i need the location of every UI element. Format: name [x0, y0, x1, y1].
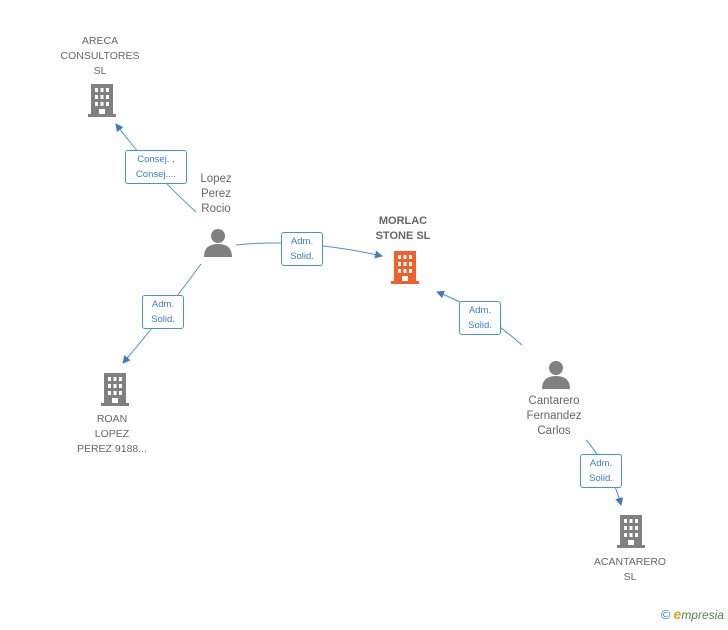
edge-label-lopez-morlac[interactable]: Adm. Solid. — [281, 232, 323, 266]
building-icon[interactable] — [88, 84, 116, 117]
empresia-watermark: ©empresia — [661, 606, 724, 622]
edge-label-lopez-roan[interactable]: Adm. Solid. — [142, 295, 184, 329]
node-label-lopez[interactable]: Lopez Perez Rocio — [200, 173, 232, 215]
edge-label-lopez-areca[interactable]: Consej. , Consej.... — [125, 150, 187, 184]
edge-label-cantarero-morlac[interactable]: Adm. Solid. — [459, 301, 501, 335]
node-label-morlac[interactable]: MORLAC STONE SL — [375, 215, 431, 242]
brand-logo-text: mpresia — [681, 608, 724, 622]
node-label-roan[interactable]: ROAN LOPEZ PEREZ 9188... — [76, 413, 148, 455]
building-icon[interactable] — [101, 373, 129, 406]
building-icon[interactable] — [391, 251, 419, 284]
copyright-icon: © — [660, 607, 671, 622]
brand-logo-e: e — [673, 606, 682, 622]
building-icon[interactable] — [617, 515, 645, 548]
node-label-acantarero[interactable]: ACANTARERO SL — [593, 556, 667, 583]
node-label-areca[interactable]: ARECA CONSULTORES SL — [60, 35, 140, 77]
person-icon[interactable] — [204, 229, 232, 257]
edge-label-cantarero-acantarero[interactable]: Adm. Solid. — [580, 454, 622, 488]
person-icon[interactable] — [542, 361, 570, 389]
node-label-cantarero[interactable]: Cantarero Fernandez Carlos — [526, 395, 582, 437]
